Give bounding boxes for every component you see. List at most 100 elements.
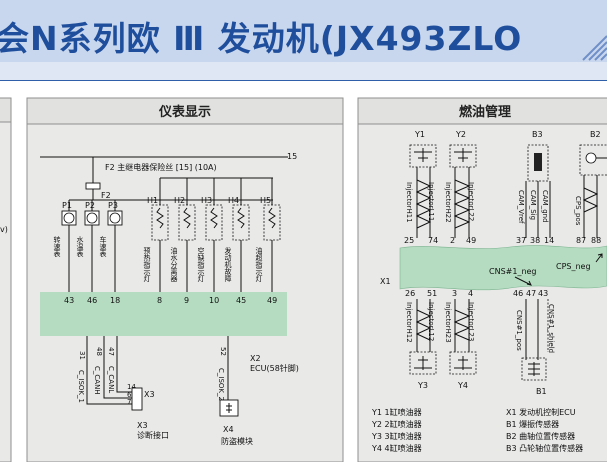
pin-3: 3 (452, 289, 457, 298)
pin-74: 74 (428, 236, 438, 245)
cps-arrow-icon (595, 253, 603, 263)
part-b3: B3 (532, 130, 543, 139)
svg-text:P2: P2 (85, 201, 95, 210)
pin-14: 14 (544, 236, 554, 245)
cam-sensor-icon (534, 153, 542, 171)
diag-pin-14: 14 (127, 383, 136, 391)
net-canh: C_CANH (93, 366, 101, 395)
injector-y1 (409, 144, 437, 168)
lamp-icon (183, 207, 191, 229)
lamp-h1: H1 预热指示灯 (143, 196, 169, 292)
net-injector-h23: InjectorH23 (444, 302, 452, 343)
net-cns-neg: CNS#1_neg (489, 267, 537, 276)
svg-text:P1: P1 (62, 201, 72, 210)
ecu-id: X2 (250, 354, 261, 363)
net-injector-l22: InjectorL22 (467, 182, 475, 221)
gauge-p1: P1 转速表 (53, 201, 77, 292)
pin-46-fuel: 46 (513, 289, 523, 298)
net-cam-sig: CAM_Sig (529, 190, 537, 220)
legend-b1: B1 爆振传感器 (506, 419, 559, 429)
lamp-h5: H5 油超指示灯 (255, 196, 281, 292)
diag-pin-7: 7 (127, 398, 131, 406)
svg-text:H2: H2 (174, 196, 185, 205)
pin-10: 10 (209, 296, 219, 305)
pin-2: 2 (450, 236, 455, 245)
pin-38: 38 (530, 236, 540, 245)
knock-sensor-b1 (521, 357, 547, 381)
cns-arrow-icon (514, 276, 532, 286)
lamp-icon (268, 207, 276, 229)
injector-y2 (449, 144, 477, 168)
net-isok-2: C_ISOK_2 (217, 368, 225, 401)
page-title: 会N系列欧 Ⅲ 发动机(JX493ZLO (0, 19, 522, 58)
pin-26: 26 (405, 289, 415, 298)
pin-18: 18 (110, 296, 120, 305)
net-injector-h12: InjectorH12 (405, 302, 413, 343)
lamp-icon (210, 207, 218, 229)
injector-y4 (449, 351, 477, 375)
net-cam-gnd: CAM_gnd (541, 190, 549, 223)
legend-x1: X1 发动机控制ECU (506, 407, 576, 417)
fuel-legend: Y1 1缸喷油器 Y2 2缸喷油器 Y3 3缸喷油器 Y4 4缸喷油器 X1 发… (371, 407, 583, 453)
net-injector-l11: InjectorL11 (427, 182, 435, 221)
left-panel-text: v) (0, 225, 8, 234)
part-y4: Y4 (457, 381, 468, 390)
part-b1: B1 (536, 387, 547, 396)
knock-sensor-icon (528, 362, 540, 376)
lamp-h1-name: 预热指示灯 (143, 246, 151, 283)
antitheft-icon (226, 403, 232, 413)
part-y3: Y3 (417, 381, 428, 390)
diag-id: X3 (144, 390, 155, 399)
pin-43: 43 (64, 296, 74, 305)
legend-y1: Y1 1缸喷油器 (371, 407, 422, 417)
pin-88: 88 (591, 236, 601, 245)
pin-45: 45 (236, 296, 246, 305)
pin-49: 49 (267, 296, 277, 305)
pin-52: 52 (219, 347, 227, 356)
gauge-p2: P2 水温表 (76, 201, 100, 292)
net-cps-neg: CPS_neg (556, 262, 591, 271)
part-y2: Y2 (455, 130, 466, 139)
svg-text:P3: P3 (108, 201, 118, 210)
part-b2: B2 (590, 130, 601, 139)
fuse-label: F2 主继电器保险丝 [15] (10A) (105, 162, 217, 172)
gauge-p3-name: 车速表 (99, 235, 107, 258)
legend-y2: Y2 2缸喷油器 (371, 419, 422, 429)
pin-48: 48 (95, 347, 103, 356)
diagnostic-connector (131, 387, 143, 411)
svg-text:H5: H5 (260, 196, 271, 205)
title-pattern-decoration (582, 35, 607, 61)
lamp-icon (156, 207, 164, 229)
pin-37: 37 (516, 236, 526, 245)
fuse-id: F2 (101, 191, 111, 200)
instrument-panel: 仪表显示 15 F2 主继电器保险丝 [15] (10A) F2 P1 转速表 … (26, 97, 344, 462)
net-injector-h22: InjectorH22 (444, 182, 452, 223)
net-injector-l23: InjectorL23 (467, 302, 475, 341)
ecu-x1-label: X1 (380, 277, 391, 286)
lamp-h4: H4 发动机故障 (224, 196, 250, 292)
lamp-h3: H3 空缺指示灯 (197, 196, 223, 292)
gauge-icon (109, 212, 121, 224)
svg-text:H3: H3 (201, 196, 212, 205)
pin-25: 25 (404, 236, 414, 245)
ecu-name: ECU(58针脚) (250, 363, 299, 373)
net-isok-1: C_ISOK_1 (77, 370, 85, 403)
crank-sensor-b2 (579, 144, 607, 176)
pin-49-fuel: 49 (466, 236, 476, 245)
fuel-panel-title: 燃油管理 (459, 104, 511, 120)
pin-9: 9 (184, 296, 189, 305)
pin-8: 8 (157, 296, 162, 305)
legend-y4: Y4 4缸喷油器 (371, 443, 422, 453)
antitheft-name: 防盗模块 (221, 436, 253, 446)
lamp-h5-name: 油超指示灯 (255, 246, 263, 283)
pin-51: 51 (427, 289, 437, 298)
lamp-h4-name: 发动机故障 (224, 246, 232, 283)
net-cps-pos: CPS_pos (574, 196, 582, 226)
pin-47: 47 (107, 347, 115, 356)
legend-b2: B2 曲轴位置传感器 (506, 431, 575, 441)
diag-id-caption: X3 (137, 421, 148, 430)
pin-43-fuel: 43 (538, 289, 548, 298)
fuel-ecu-connector-band (399, 245, 607, 291)
diag-name: 诊断接口 (137, 430, 169, 440)
fuse-symbol (85, 182, 101, 190)
